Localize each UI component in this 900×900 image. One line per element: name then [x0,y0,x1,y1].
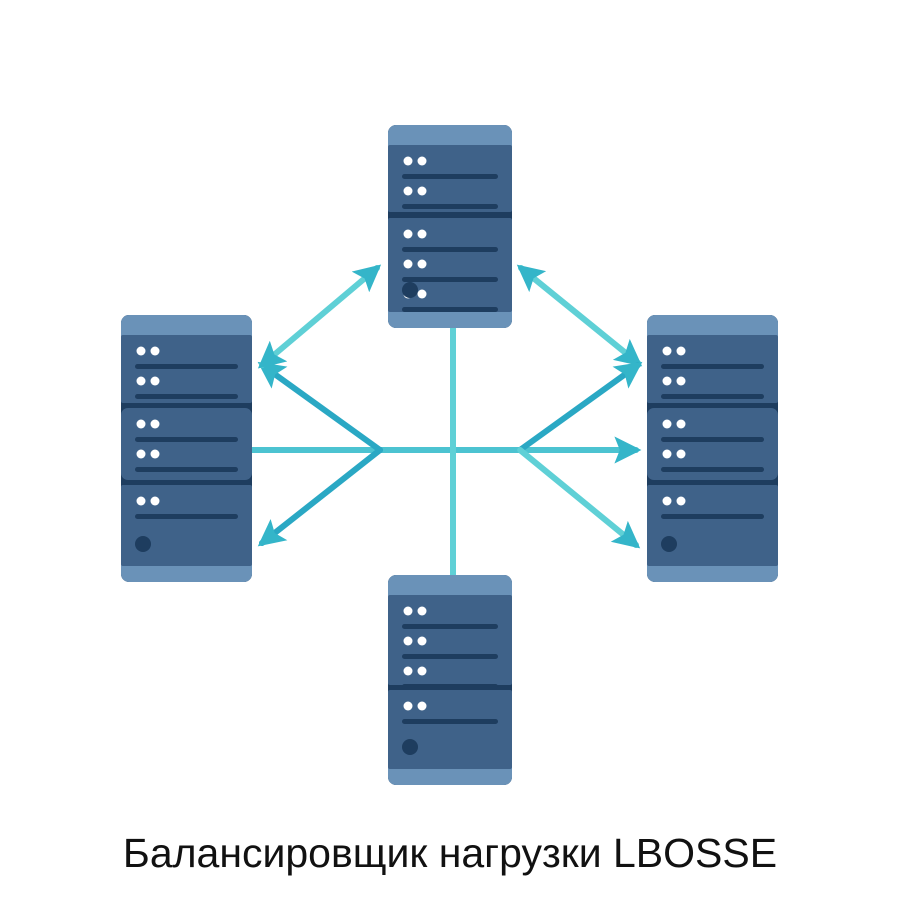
bottom-server [388,575,512,785]
top-server [388,125,512,328]
drive-slot [402,174,498,179]
led-icon [403,229,413,239]
drive-slot [661,394,764,399]
led-icon [136,376,146,386]
drive-slot [135,394,238,399]
led-icon [676,449,686,459]
drive-slot [661,437,764,442]
drive-slot [402,624,498,629]
drive-slot [402,307,498,312]
led-icon [136,419,146,429]
drive-slot [135,514,238,519]
led-icon [662,346,672,356]
led-icon [150,376,160,386]
led-icon [403,606,413,616]
server-unit [388,595,512,685]
connections [249,264,643,578]
led-icon [150,496,160,506]
led-icon [662,376,672,386]
led-icon [150,346,160,356]
led-icon [136,346,146,356]
led-icon [403,666,413,676]
led-icon [150,419,160,429]
drive-slot [402,719,498,724]
left-server [121,315,252,582]
drive-slot [402,204,498,209]
led-icon [403,156,413,166]
drive-slot [661,364,764,369]
led-icon [403,701,413,711]
led-icon [417,666,427,676]
link-right-top-double [516,264,643,367]
drive-slot [402,247,498,252]
power-button-icon [135,536,151,552]
server-unit [388,690,512,769]
led-icon [417,259,427,269]
power-button-icon [402,739,418,755]
drive-slot [135,364,238,369]
led-icon [403,186,413,196]
led-icon [136,496,146,506]
led-icon [417,636,427,646]
server-unit [388,218,512,312]
link-right-up [517,361,643,453]
led-icon [662,419,672,429]
link-left-up [257,361,383,453]
led-icon [150,449,160,459]
led-icon [417,606,427,616]
led-icon [403,636,413,646]
led-icon [676,419,686,429]
drive-slot [402,277,498,282]
drive-slot [661,467,764,472]
right-server [647,315,778,582]
power-button-icon [402,282,418,298]
led-icon [662,449,672,459]
diagram-caption: Балансировщик нагрузки LBOSSE [122,830,778,876]
drive-slot [135,467,238,472]
drive-slot [661,514,764,519]
led-icon [417,701,427,711]
link-right-down [517,447,641,549]
drive-slot [402,684,498,689]
led-icon [417,156,427,166]
led-icon [417,186,427,196]
led-icon [403,259,413,269]
power-button-icon [661,536,677,552]
led-icon [676,496,686,506]
led-icon [662,496,672,506]
led-icon [136,449,146,459]
link-left-down [257,447,383,547]
drive-slot [402,654,498,659]
drive-slot [135,437,238,442]
led-icon [417,289,427,299]
led-icon [417,229,427,239]
led-icon [676,376,686,386]
led-icon [676,346,686,356]
link-left-top-double [257,264,382,369]
